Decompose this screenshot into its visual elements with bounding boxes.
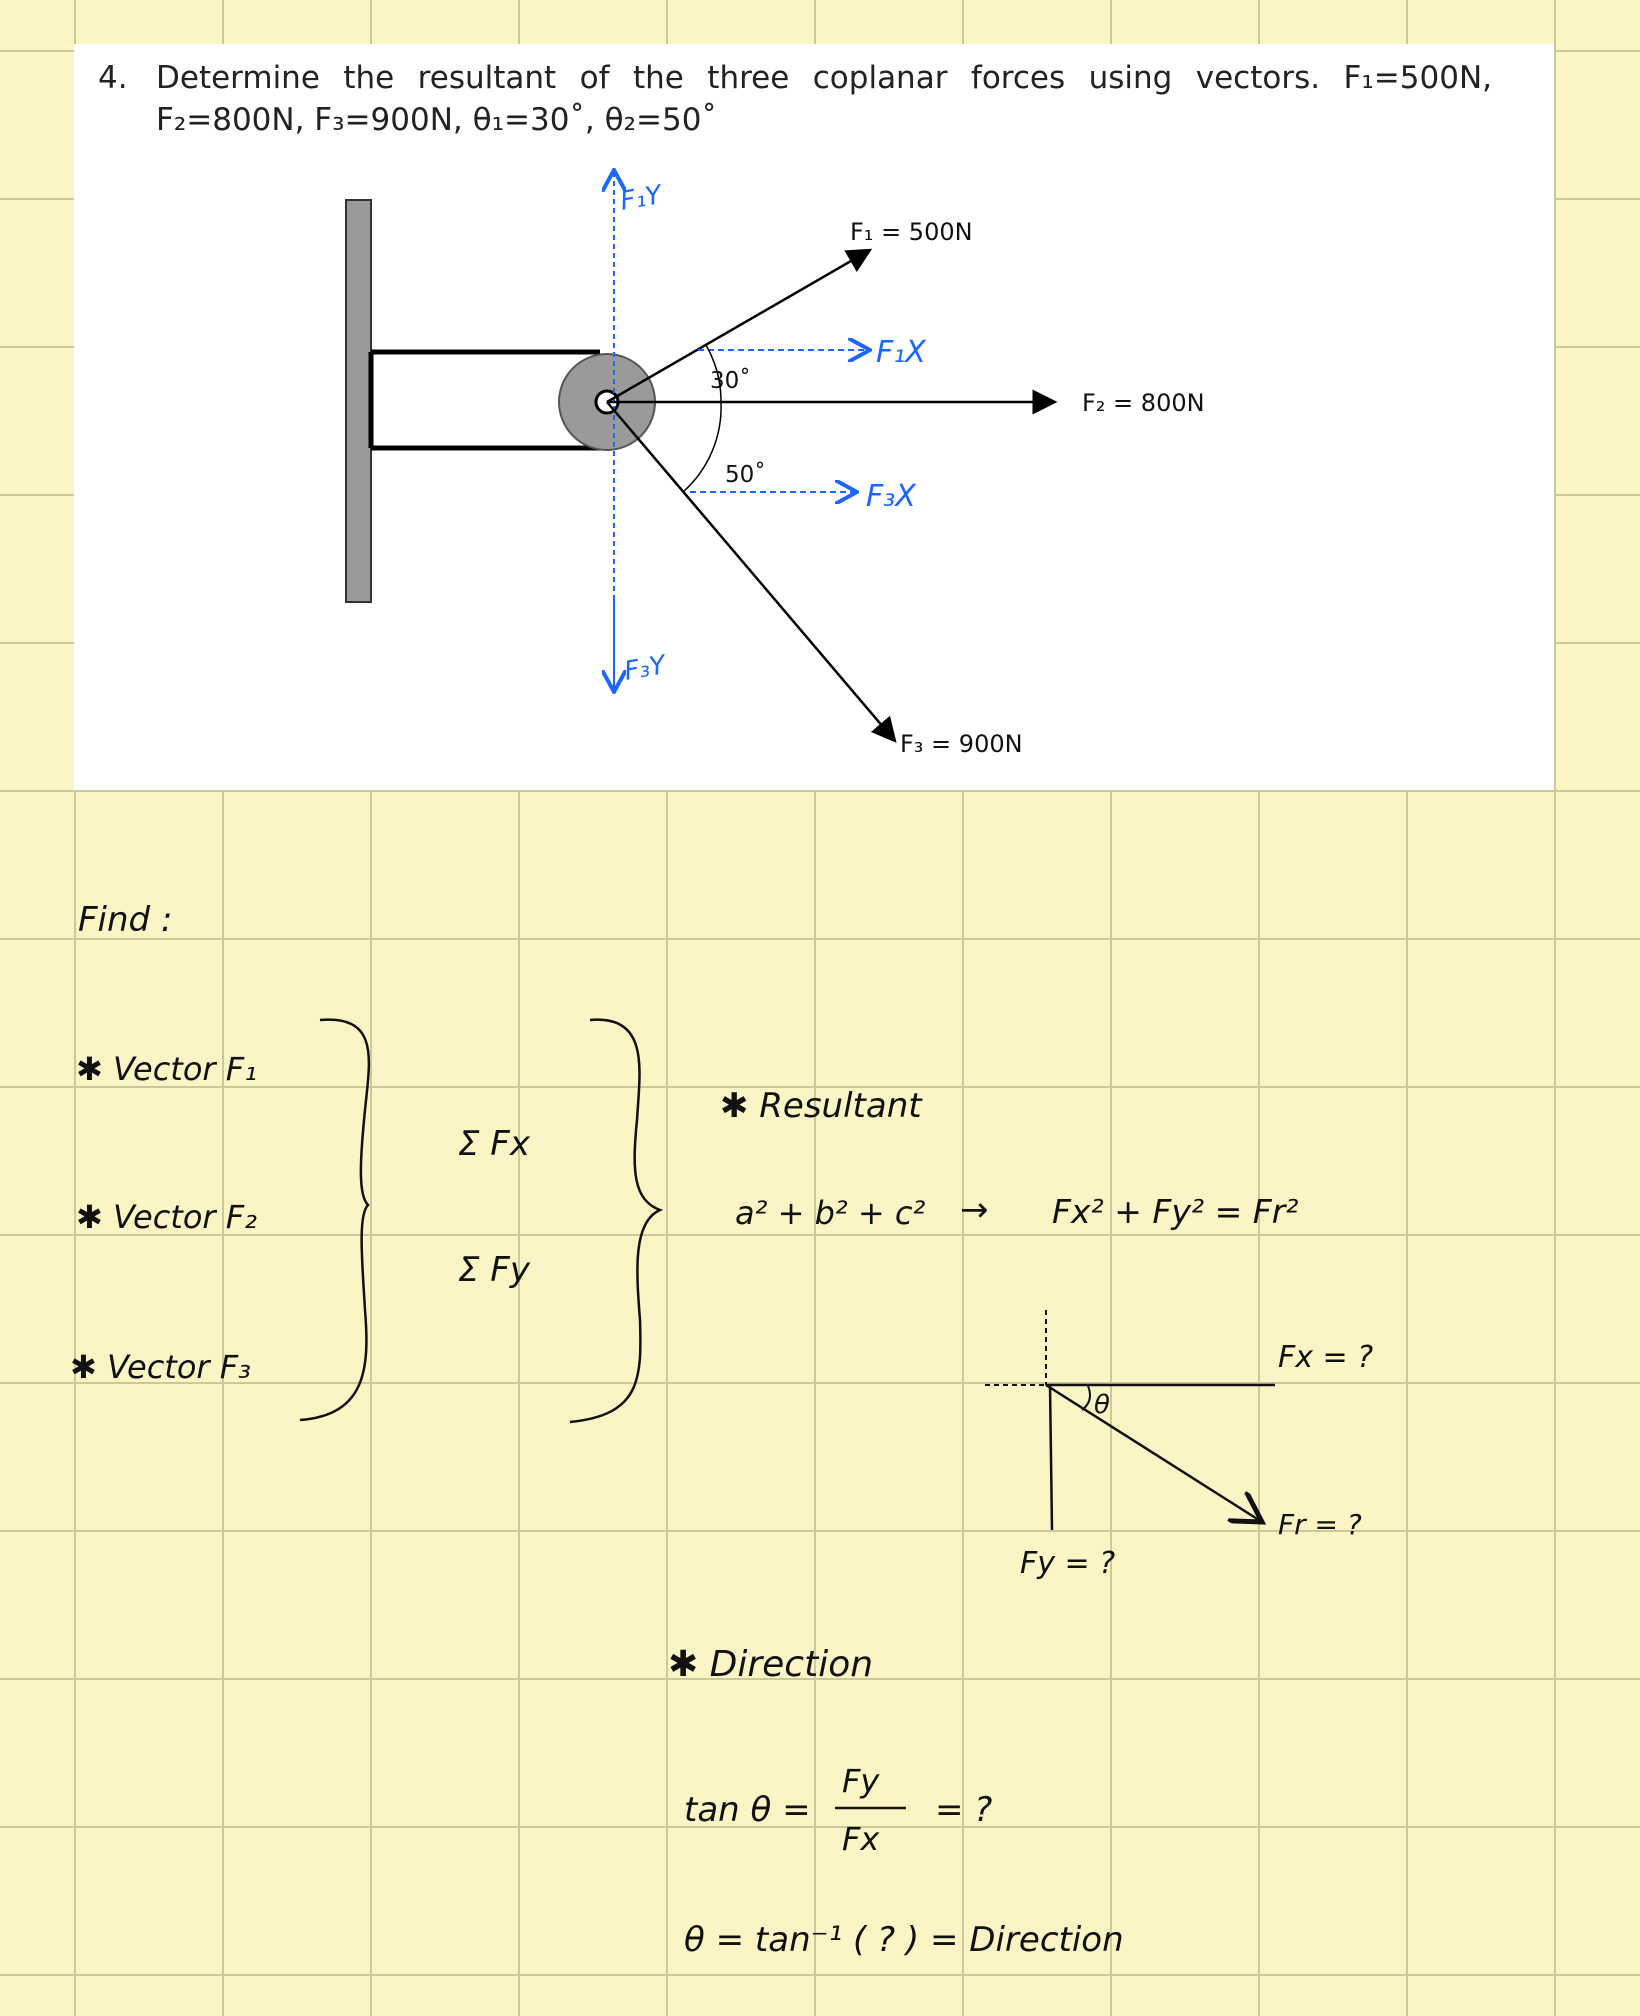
resultant-formula: Fx² + Fy² = Fr² [1052, 1192, 1299, 1231]
sum-fy: Σ Fy [458, 1250, 530, 1290]
vector-f1-item: ✱ Vector F₁ [76, 1050, 257, 1088]
sketch-fr-arrow [1045, 1383, 1262, 1522]
fx-unknown: Fx = ? [1278, 1340, 1374, 1375]
sum-fx: Σ Fx [458, 1124, 530, 1164]
theta-label: θ [1094, 1390, 1110, 1420]
problem-number: 4. [98, 60, 128, 96]
fr-unknown: Fr = ? [1278, 1508, 1362, 1541]
f2-label: F₂ = 800N [1082, 389, 1205, 417]
tan-lhs: tan θ = [684, 1790, 811, 1830]
vector-f3-item: ✱ Vector F₃ [70, 1348, 251, 1386]
tan-rhs: = ? [935, 1790, 993, 1830]
f1y-label: F₁Y [618, 180, 666, 217]
f1x-label: F₁X [876, 335, 927, 370]
force-diagram: F₁ = 500N F₂ = 800N F₃ = 900N 30˚ 50˚ F₁… [345, 0, 1205, 758]
f3x-label: F₃X [866, 479, 917, 514]
problem-statement-line1: Determine the resultant of the three cop… [156, 60, 1492, 96]
fy-unknown: Fy = ? [1020, 1546, 1116, 1581]
resultant-heading: ✱ Resultant [720, 1086, 922, 1126]
f1-label: F₁ = 500N [850, 218, 973, 246]
tan-numerator: Fy [842, 1762, 880, 1800]
brace-vectors [299, 1018, 371, 1422]
angle2-label: 50˚ [725, 461, 766, 488]
theta-formula: θ = tan⁻¹ ( ? ) = Direction [684, 1920, 1124, 1960]
pythagoras-formula: a² + b² + c² [735, 1194, 926, 1232]
sketch-fy-line [1048, 1384, 1054, 1531]
angle1-arc [705, 344, 722, 403]
wall [345, 199, 372, 603]
find-label: Find : [78, 900, 173, 940]
angle2-arc [682, 401, 722, 493]
problem-statement-line2: F₂=800N, F₃=900N, θ₁=30˚, θ₂=50˚ [156, 102, 717, 138]
direction-heading: ✱ Direction [668, 1644, 874, 1685]
f1-arrow [606, 248, 873, 404]
vector-f2-item: ✱ Vector F₂ [76, 1198, 257, 1236]
brace-sums [569, 1018, 664, 1424]
f3y-label: F₃Y [622, 650, 670, 687]
f3-arrow [606, 401, 897, 743]
problem-card [74, 44, 1554, 790]
f3-label: F₃ = 900N [900, 730, 1023, 758]
angle1-label: 30˚ [710, 367, 751, 394]
tan-denominator: Fx [842, 1820, 880, 1858]
sketch-theta-arc [1081, 1385, 1091, 1411]
implies-arrow: → [960, 1190, 989, 1230]
